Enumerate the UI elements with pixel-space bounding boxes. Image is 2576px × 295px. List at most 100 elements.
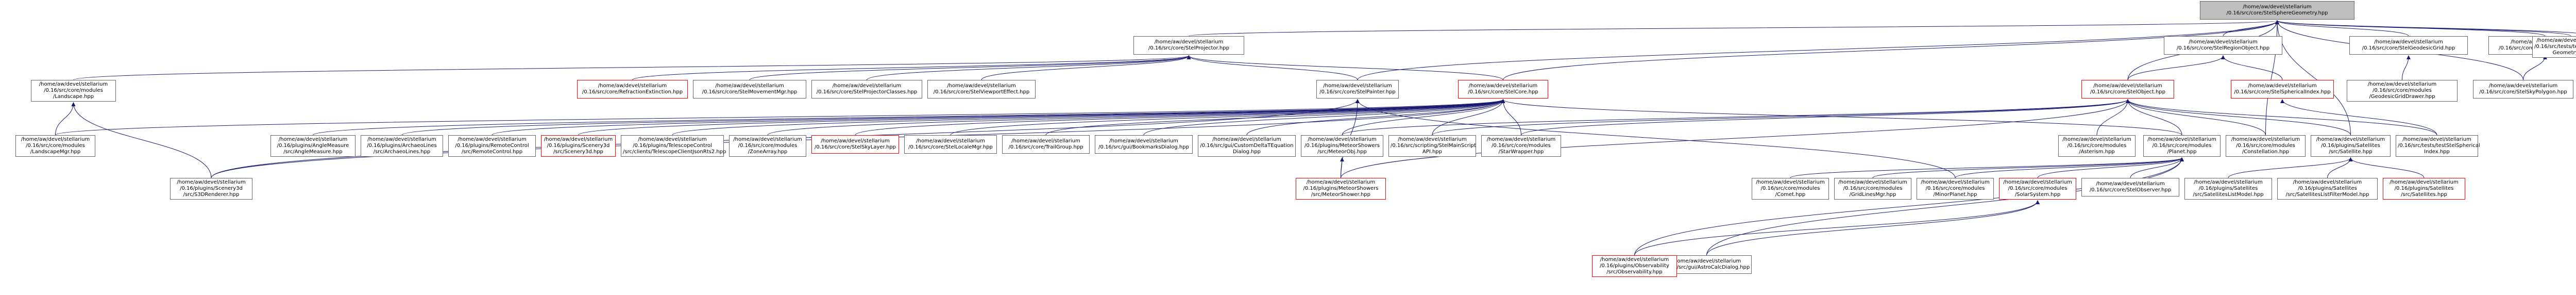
node-label-line: /0.16/src/gui/BookmarksDialog.hpp [1098, 144, 1189, 150]
node-movement[interactable]: /home/aw/devel/stellarium/0.16/src/core/… [693, 80, 806, 99]
node-label-line: /home/aw/devel/stellarium [1838, 179, 1907, 185]
node-label-line: /home/aw/devel/stellarium [177, 179, 246, 185]
node-label-line: /home/aw/devel/stellarium [1600, 257, 1669, 263]
node-label-line: /0.16/plugins/Scenery3d [547, 143, 610, 149]
node-observer[interactable]: /home/aw/devel/stellarium/0.16/src/core/… [2081, 178, 2179, 196]
node-label-line: /home/aw/devel/stellarium [1468, 83, 1538, 89]
node-root: /home/aw/devel/stellarium/0.16/src/core/… [2200, 1, 2354, 20]
node-label-line: /home/aw/devel/stellarium [715, 83, 784, 89]
node-label-line: /0.16/src/gui/AstroCalcDialog.hpp [1664, 265, 1750, 270]
node-label-line: /home/aw/devel/stellarium [39, 81, 108, 87]
node-customdelta[interactable]: /home/aw/devel/stellarium/0.16/src/gui/C… [1198, 135, 1296, 157]
node-object[interactable]: /home/aw/devel/stellarium/0.16/src/core/… [2081, 80, 2174, 99]
edge-anglemeasure-to-core [313, 99, 1505, 136]
node-projclasses[interactable]: /home/aw/devel/stellarium/0.16/src/core/… [811, 80, 922, 99]
node-satlistfilter[interactable]: /home/aw/devel/stellarium/0.16/plugins/S… [2277, 178, 2378, 200]
edge-core-to-root [1503, 20, 2279, 80]
node-proj[interactable]: /home/aw/devel/stellarium/0.16/src/core/… [1133, 36, 1244, 55]
node-satlistmodel[interactable]: /home/aw/devel/stellarium/0.16/plugins/S… [2184, 178, 2272, 200]
node-skylayer[interactable]: /home/aw/devel/stellarium/0.16/src/core/… [811, 135, 899, 154]
node-satellite[interactable]: /home/aw/devel/stellarium/0.16/plugins/S… [2311, 135, 2391, 157]
node-landscape[interactable]: /home/aw/devel/stellarium/0.16/src/core/… [31, 80, 116, 102]
node-localemgr[interactable]: /home/aw/devel/stellarium/0.16/src/core/… [904, 135, 997, 154]
node-geodesic[interactable]: /home/aw/devel/stellarium/0.16/src/core/… [2349, 36, 2468, 55]
node-label-line: /0.16/src/core/StelSkyPolygon.hpp [2479, 89, 2567, 95]
node-label-line: /0.16/plugins/Satellites [2321, 143, 2380, 149]
node-meteorobj[interactable]: /home/aw/devel/stellarium/0.16/plugins/M… [1301, 135, 1383, 157]
node-label-line: /home/aw/devel/stellarium [2488, 83, 2558, 89]
node-label-line: /home/aw/devel/stellarium [2189, 39, 2258, 45]
node-label-line: /GridLinesMgr.hpp [1849, 192, 1896, 198]
node-label-line: /0.16/src/tests/testStelSpherical [2398, 143, 2480, 149]
node-label-line: /home/aw/devel/stellarium [2231, 137, 2300, 142]
node-refraction[interactable]: /home/aw/devel/stellarium/0.16/src/core/… [577, 80, 688, 99]
node-remotecontrol[interactable]: /home/aw/devel/stellarium/0.16/plugins/R… [448, 135, 536, 157]
node-solarsystem[interactable]: /home/aw/devel/stellarium/0.16/src/core/… [1999, 178, 2076, 200]
edge-s3drenderer-to-landscape [71, 102, 212, 178]
node-observability[interactable]: /home/aw/devel/stellarium/0.16/plugins/O… [1592, 255, 1677, 277]
node-label-line: /0.16/src/core/modules [2008, 186, 2067, 191]
node-planet[interactable]: /home/aw/devel/stellarium/0.16/src/core/… [2143, 135, 2221, 157]
node-comet[interactable]: /home/aw/devel/stellarium/0.16/src/core/… [1752, 178, 1829, 200]
node-satellites[interactable]: /home/aw/devel/stellarium/0.16/plugins/S… [2383, 178, 2465, 200]
node-label-line: /src/SatellitesListModel.hpp [2193, 192, 2264, 198]
edge-landscapemgr-to-core [55, 99, 1505, 136]
node-sphindex[interactable]: /home/aw/devel/stellarium/0.16/src/core/… [2231, 80, 2334, 99]
node-region[interactable]: /home/aw/devel/stellarium/0.16/src/core/… [2164, 36, 2282, 55]
node-constellation[interactable]: /home/aw/devel/stellarium/0.16/src/core/… [2226, 135, 2306, 157]
node-label-line: /0.16/plugins/Satellites [2298, 186, 2357, 191]
node-label-line: /home/aw/devel/stellarium [2147, 137, 2216, 142]
node-meteorshower[interactable]: /home/aw/devel/stellarium/0.16/plugins/M… [1296, 178, 1386, 200]
edge-planet-to-object [2126, 99, 2182, 136]
node-label-line: /0.16/src/core/StelMovementMgr.hpp [702, 89, 798, 95]
node-core[interactable]: /home/aw/devel/stellarium/0.16/src/core/… [1458, 80, 1548, 99]
node-label-line: /0.16/plugins/MeteorShowers [1304, 143, 1380, 149]
node-s3drenderer[interactable]: /home/aw/devel/stellarium/0.16/plugins/S… [170, 178, 252, 200]
edge-observability-to-solarsystem [1634, 200, 2040, 256]
node-label-line: /0.16/src/core/modules [2152, 143, 2212, 149]
edge-satlistfilter-to-satellite [2327, 157, 2353, 178]
node-label-line: /home/aw/devel/stellarium [733, 137, 802, 142]
node-viewport[interactable]: /home/aw/devel/stellarium/0.16/src/core/… [927, 80, 1036, 99]
node-label-line: /home/aw/devel/stellarium [1109, 138, 1178, 144]
node-label-line: Dialog.hpp [1232, 149, 1261, 155]
node-label-line: /Planet.hpp [2167, 149, 2197, 155]
edge-solarsystem-to-planet [2037, 157, 2184, 178]
node-label-line: /home/aw/devel/stellarium [1306, 179, 1376, 185]
node-landscapemgr[interactable]: /home/aw/devel/stellarium/0.16/src/core/… [15, 135, 95, 157]
node-testspherical[interactable]: /home/aw/devel/stellarium/0.16/src/tests… [2396, 135, 2480, 157]
node-label-line: /0.16/src/core/modules [1492, 143, 1551, 149]
node-label-line: /src/SatellitesListFilterModel.hpp [2285, 192, 2369, 198]
node-label-line: /home/aw/devel/stellarium [2194, 179, 2263, 185]
node-zonearray[interactable]: /home/aw/devel/stellarium/0.16/src/core/… [729, 135, 806, 157]
node-label-line: /home/aw/devel/stellarium [1154, 39, 1224, 45]
edge-localemgr-to-core [950, 99, 1505, 136]
node-label-line: /home/aw/devel/stellarium [1756, 179, 1825, 185]
node-asterism[interactable]: /home/aw/devel/stellarium/0.16/src/core/… [2058, 135, 2136, 157]
node-trailgroup[interactable]: /home/aw/devel/stellarium/0.16/src/core/… [1002, 135, 1090, 154]
node-bookmarks[interactable]: /home/aw/devel/stellarium/0.16/src/gui/B… [1095, 135, 1193, 154]
node-skypolygon[interactable]: /home/aw/devel/stellarium/0.16/src/core/… [2473, 80, 2573, 99]
node-anglemeasure[interactable]: /home/aw/devel/stellarium/0.16/plugins/A… [270, 135, 355, 157]
edge-minorplanet-to-painter [1355, 99, 1956, 178]
node-label-line: /home/aw/devel/stellarium [2367, 81, 2437, 87]
node-minorplanet[interactable]: /home/aw/devel/stellarium/0.16/src/core/… [1917, 178, 1994, 200]
node-label-line: /StarWrapper.hpp [1498, 149, 1544, 155]
node-label-line: /Comet.hpp [1775, 192, 1806, 198]
node-telescope[interactable]: /home/aw/devel/stellarium/0.16/plugins/T… [621, 135, 726, 157]
node-label-line: /src/Observability.hpp [1606, 269, 1663, 275]
node-griddrawer[interactable]: /home/aw/devel/stellarium/0.16/src/core/… [2347, 80, 2458, 102]
node-label-line: /home/aw/devel/stellarium [2536, 38, 2576, 43]
node-archaeo[interactable]: /home/aw/devel/stellarium/0.16/plugins/A… [361, 135, 443, 157]
node-painter[interactable]: /home/aw/devel/stellarium/0.16/src/core/… [1316, 80, 1399, 99]
node-label-line: /0.16/src/core/modules [1760, 186, 1820, 191]
node-label-line: /home/aw/devel/stellarium [1308, 137, 1377, 142]
node-label-line: /home/aw/devel/stellarium [598, 83, 667, 89]
node-starwrapper[interactable]: /home/aw/devel/stellarium/0.16/src/core/… [1481, 135, 1561, 157]
node-scenery3d[interactable]: /home/aw/devel/stellarium/0.16/plugins/S… [541, 135, 616, 157]
node-label-line: /src/Satellites.hpp [2401, 192, 2447, 198]
node-label-line: /0.16/src/core/StelObserver.hpp [2089, 187, 2172, 193]
node-gridlinemgr[interactable]: /home/aw/devel/stellarium/0.16/src/core/… [1834, 178, 1911, 200]
node-scripting[interactable]: /home/aw/devel/stellarium/0.16/src/scrip… [1388, 135, 1476, 157]
node-testsphere[interactable]: /home/aw/devel/stellarium/0.16/src/tests… [2532, 36, 2576, 58]
